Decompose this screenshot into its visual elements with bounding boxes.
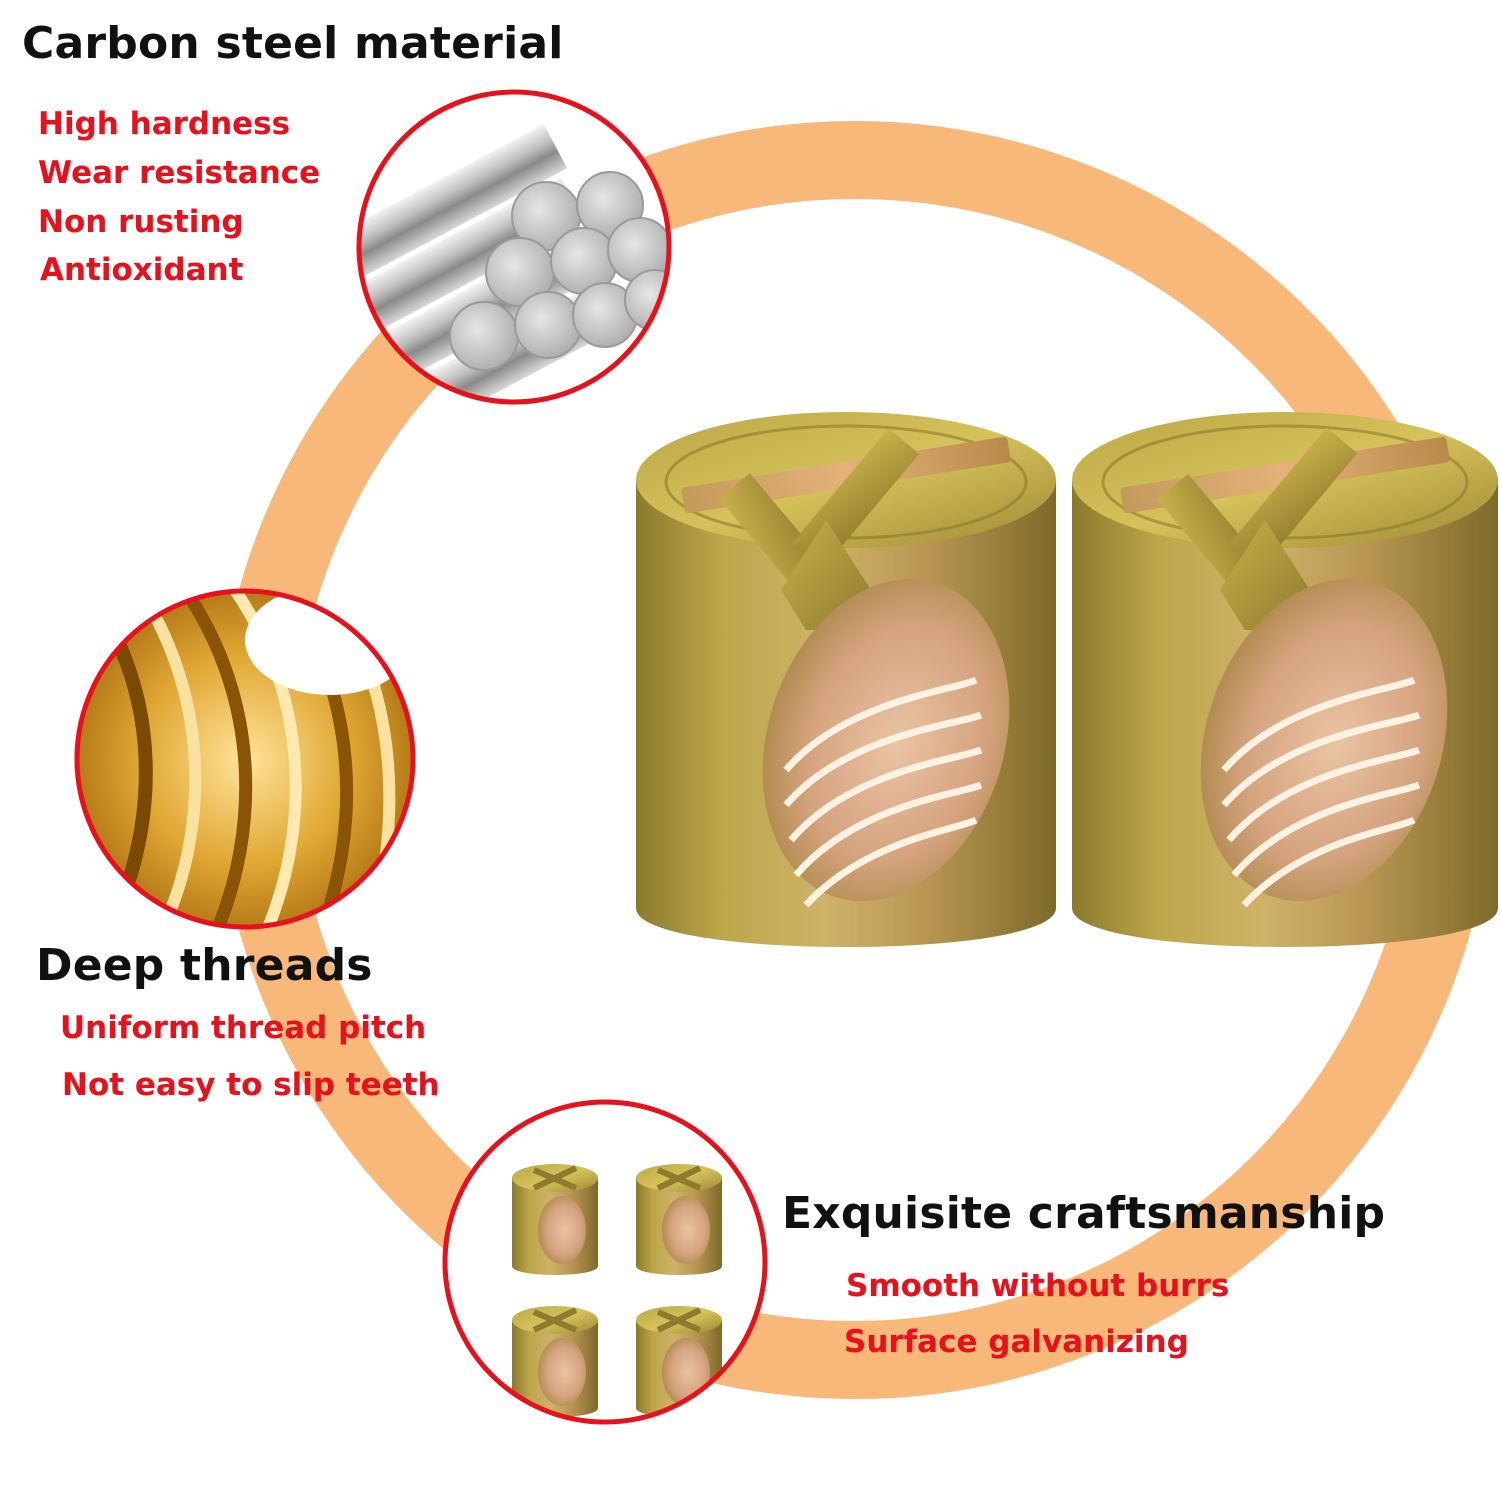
craft-feature-galvanizing: Surface galvanizing: [844, 1324, 1189, 1360]
craft-feature-smooth: Smooth without burrs: [846, 1268, 1230, 1304]
material-feature-antioxidant: Antioxidant: [40, 252, 244, 288]
material-feature-hardness: High hardness: [38, 106, 291, 142]
material-feature-rust: Non rusting: [38, 204, 244, 240]
craft-title: Exquisite craftsmanship: [782, 1188, 1386, 1239]
thread-closeup-icon: [74, 588, 416, 930]
threads-feature-pitch: Uniform thread pitch: [60, 1010, 427, 1046]
material-feature-wear: Wear resistance: [38, 155, 321, 191]
barrel-nut-large-2: [1072, 412, 1498, 947]
barrel-nut-large-1: [636, 412, 1056, 947]
threads-feature-slip: Not easy to slip teeth: [62, 1067, 440, 1103]
barrel-nut-set-icon: [442, 1099, 768, 1425]
threads-title: Deep threads: [36, 940, 373, 991]
steel-rods-icon: [356, 89, 672, 405]
material-title: Carbon steel material: [22, 18, 564, 69]
